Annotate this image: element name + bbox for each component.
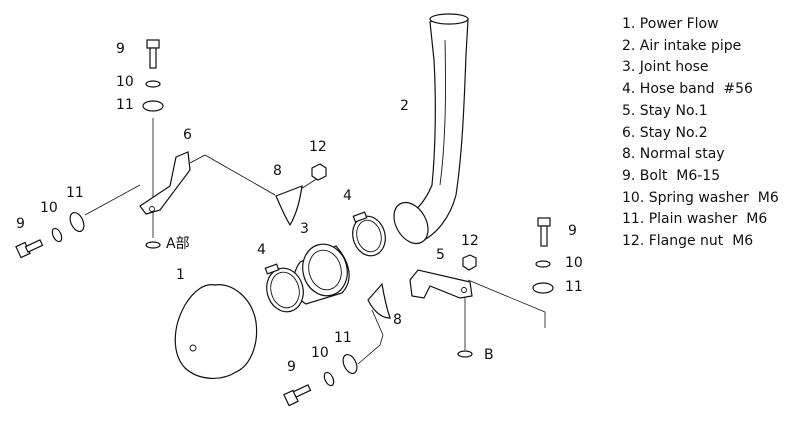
parts-list-item: 11. Plain washer M6 bbox=[622, 211, 768, 228]
callout-pipe: 2 bbox=[400, 98, 409, 114]
bolt-top bbox=[146, 39, 160, 69]
bolt-left bbox=[15, 239, 44, 259]
parts-list-item: 5. Stay No.1 bbox=[622, 102, 708, 119]
callout-stay2: 6 bbox=[183, 127, 192, 143]
parts-list-item: 8. Normal stay bbox=[622, 146, 725, 163]
parts-list-item: 6. Stay No.2 bbox=[622, 124, 708, 141]
callout-bolt-right: 9 bbox=[568, 223, 577, 239]
stay-no1 bbox=[409, 269, 473, 358]
parts-list-item: 10. Spring washer M6 bbox=[622, 189, 779, 206]
normal-stay-upper bbox=[275, 185, 303, 227]
plain-washer-top bbox=[142, 100, 164, 112]
callout-bolt-bottom: 9 bbox=[287, 359, 296, 375]
air-intake-pipe bbox=[393, 13, 469, 245]
callout-normal-stay-upper: 8 bbox=[273, 163, 282, 179]
callout-spring-right: 10 bbox=[565, 255, 583, 271]
callout-spring-top: 10 bbox=[116, 74, 134, 90]
normal-stay-lower bbox=[367, 282, 391, 319]
spring-washer-right bbox=[535, 260, 551, 268]
callout-spring-bottom: 10 bbox=[311, 345, 329, 361]
bolt-bottom bbox=[283, 384, 312, 407]
parts-list-item: 2. Air intake pipe bbox=[622, 37, 742, 54]
callout-plain-right: 11 bbox=[565, 279, 583, 295]
parts-list-item: 9. Bolt M6-15 bbox=[622, 167, 721, 184]
callout-plain-top: 11 bbox=[116, 97, 134, 113]
spring-washer-top bbox=[145, 80, 161, 88]
callout-stay1: 5 bbox=[436, 247, 445, 263]
bolt-right bbox=[537, 217, 551, 247]
hose-band-upper bbox=[352, 211, 386, 257]
callout-nut-upper: 12 bbox=[309, 139, 327, 155]
parts-list-item: 12. Flange nut M6 bbox=[622, 233, 754, 250]
callout-power-flow: 1 bbox=[176, 267, 185, 283]
plain-washer-right bbox=[532, 282, 554, 294]
callout-spring-left: 10 bbox=[40, 200, 58, 216]
power-flow-filter bbox=[174, 284, 258, 379]
callout-band-upper: 4 bbox=[343, 188, 352, 204]
parts-list-item: 3. Joint hose bbox=[622, 59, 709, 76]
flange-nut-right bbox=[462, 254, 477, 271]
spring-washer-left bbox=[51, 227, 63, 243]
stay-no2 bbox=[139, 151, 191, 249]
callouts: 9 10 11 6 A部 9 10 11 8 12 3 4 4 2 1 5 12… bbox=[16, 41, 583, 375]
callout-bolt-left: 9 bbox=[16, 216, 25, 232]
hose-band-lower bbox=[264, 263, 304, 313]
callout-bolt-top: 9 bbox=[116, 41, 125, 57]
callout-nut-right: 12 bbox=[461, 233, 479, 249]
callout-plain-left: 11 bbox=[66, 185, 84, 201]
parts-list-item: 1. Power Flow bbox=[622, 16, 719, 32]
parts-list-item: 4. Hose band #56 bbox=[622, 81, 753, 98]
callout-normal-stay-lower: 8 bbox=[393, 312, 402, 328]
callout-stay2-ref: A部 bbox=[166, 236, 190, 252]
plain-washer-left bbox=[69, 211, 85, 233]
flange-nut-upper bbox=[311, 163, 327, 181]
callout-band-lower: 4 bbox=[257, 242, 266, 258]
callout-joint-hose: 3 bbox=[300, 221, 309, 237]
plain-washer-bottom bbox=[342, 353, 358, 375]
callout-stay1-ref: B bbox=[484, 347, 494, 363]
spring-washer-bottom bbox=[323, 371, 335, 387]
callout-plain-bottom: 11 bbox=[334, 330, 352, 346]
parts-list: 1. Power Flow 2. Air intake pipe 3. Join… bbox=[622, 14, 779, 253]
